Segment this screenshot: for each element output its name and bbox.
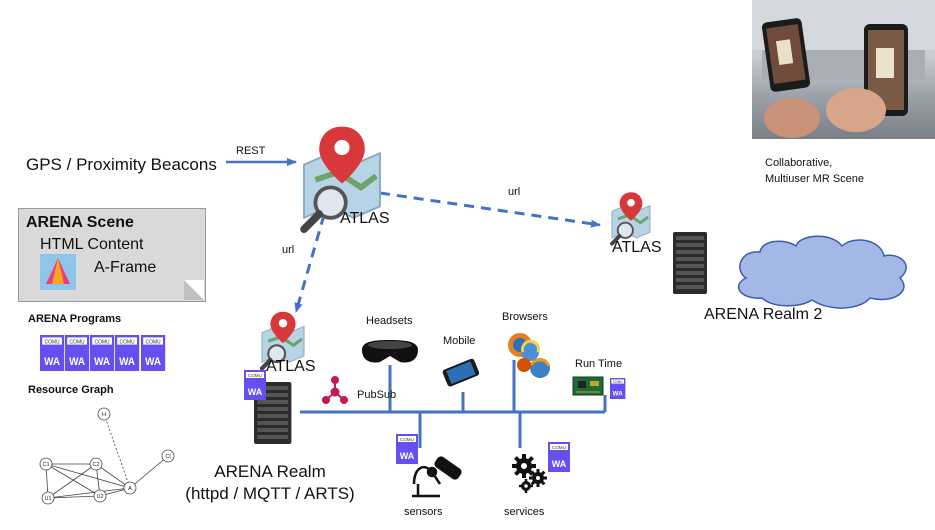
realm-label-line1: ARENA Realm [214,462,326,481]
circuit-board-icon [572,376,604,396]
graph-node-c2: C2 [92,462,99,468]
programs-label: ARENA Programs [28,313,122,325]
realm2-server-icon [673,232,707,294]
atlas-right-label: ATLAS [612,239,662,256]
scene-box-html-content: HTML Content [40,236,144,253]
browsers-label: Browsers [502,311,548,323]
wa-program-1 [40,335,65,371]
realm-label-line2: (httpd / MQTT / ARTS) [185,484,355,503]
aframe-logo-icon [40,254,76,290]
smartphone-icon [442,358,480,387]
photo-illustration [752,0,935,138]
browser-logos-icon [508,333,551,378]
wa-badge-sensors [396,434,418,464]
gears-icon [512,454,547,493]
headsets-label: Headsets [366,315,413,327]
runtime-label: Run Time [575,358,623,370]
collab-label-line2: Multiuser MR Scene [765,173,865,185]
scene-box-fold [184,280,204,300]
mobile-label: Mobile [443,335,476,347]
atlas-right-icon [610,190,652,246]
cloud-icon [738,235,907,309]
scene-box-aframe: A-Frame [94,259,157,276]
collab-label-line1: Collaborative, [765,157,833,169]
atlas-local-label: ATLAS [266,358,316,375]
network-bus [300,360,607,448]
graph-node-a: A [128,486,132,492]
graph-node-u2: U2 [96,494,103,500]
wa-program-4 [115,335,140,371]
url-down-label: url [282,244,295,256]
graph-node-h: H [102,412,106,418]
url-arrow-right [379,191,601,228]
resource-graph-nodes [39,407,175,505]
rest-label: REST [236,145,266,157]
resource-graph [45,413,169,499]
url-arrow-down [294,214,326,313]
gps-label: GPS / Proximity Beacons [26,155,217,174]
pubsub-icon [322,376,348,404]
collaborative-scene-photo [752,0,935,139]
realm2-label: ARENA Realm 2 [704,306,823,323]
atlas-main-label: ATLAS [340,210,390,227]
graph-node-c1: C1 [42,462,49,468]
wa-badge-realm [244,370,266,400]
services-label: services [504,506,545,518]
url-right-label: url [508,186,521,198]
vr-headset-icon [362,340,418,363]
sensors-label: sensors [404,506,443,518]
pubsub-label: PubSub [357,389,397,401]
wa-program-2 [65,335,90,371]
graph-node-u1: U1 [44,496,51,502]
scene-box-title: ARENA Scene [26,214,134,231]
wa-program-5 [141,335,166,371]
sensor-camera-icon [412,456,462,498]
wa-program-3 [90,335,115,371]
resource-graph-label: Resource Graph [28,384,114,396]
wa-badge-services [548,442,570,472]
wa-badge-runtime [610,378,626,399]
graph-node-cl: Cl [165,454,170,460]
